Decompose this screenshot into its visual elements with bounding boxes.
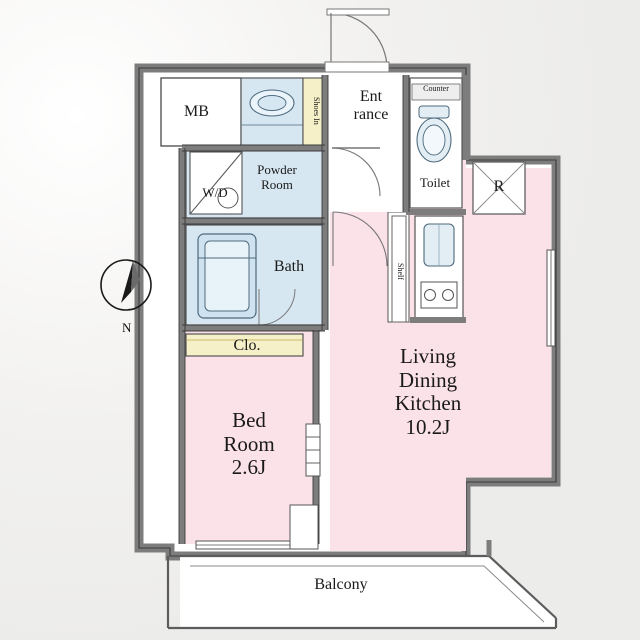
room-label-shelf: Shelf bbox=[395, 262, 405, 280]
toilet-room bbox=[409, 77, 463, 209]
internal-walls bbox=[179, 75, 469, 544]
closet-area bbox=[185, 333, 304, 357]
room-label-counter: Counter bbox=[423, 84, 449, 93]
balcony-area bbox=[166, 540, 558, 630]
refrigerator-box bbox=[472, 161, 526, 215]
kitchen-unit bbox=[391, 215, 464, 323]
room-label-balcony: Balcony bbox=[314, 576, 368, 593]
internal-walls-outline bbox=[178, 75, 410, 544]
room-label-mb: MB bbox=[184, 103, 209, 120]
room-label-closet: Clo. bbox=[233, 337, 261, 354]
bedroom-area bbox=[182, 330, 316, 544]
room-label-bed-room: Bed Room 2.6J bbox=[223, 408, 275, 480]
room-label-entrance: Ent rance bbox=[353, 88, 389, 123]
entrance-details bbox=[302, 8, 390, 267]
room-label-toilet: Toilet bbox=[419, 175, 451, 190]
room-label-wd: W/D bbox=[202, 185, 228, 200]
room-label-ldk: Living Dining Kitchen 10.2J bbox=[394, 344, 462, 439]
room-label-bath: Bath bbox=[273, 258, 305, 275]
windows bbox=[195, 249, 556, 550]
compass-rose bbox=[100, 259, 152, 311]
room-label-shoes-in: Shoes In bbox=[311, 97, 321, 125]
powder-room-area bbox=[185, 77, 326, 219]
compass-north-label: N bbox=[122, 320, 132, 335]
bedroom-door bbox=[305, 423, 321, 477]
room-label-powder-room: Powder Room bbox=[257, 162, 297, 192]
bath-area bbox=[185, 224, 326, 326]
room-label-refrigerator: R bbox=[493, 178, 505, 195]
